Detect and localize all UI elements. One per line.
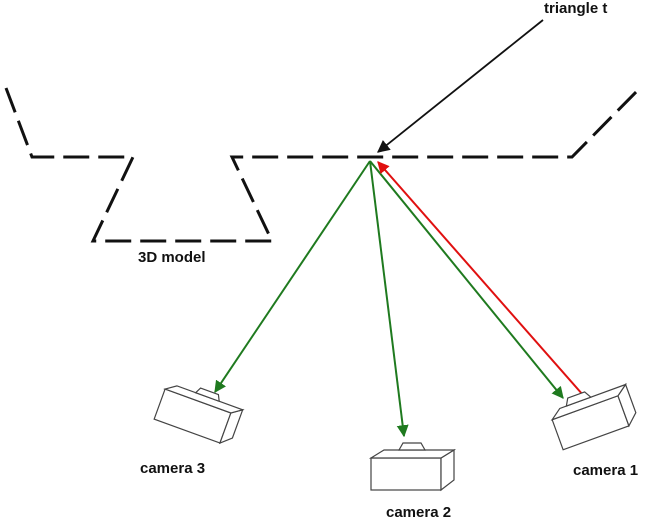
triangle-label: triangle t	[544, 0, 607, 17]
camera-3-icon	[153, 385, 245, 445]
ray-camera-2	[369, 160, 409, 438]
camera-2-icon	[368, 442, 457, 492]
triangle-pointer-arrow	[377, 19, 544, 153]
occluded-ray-camera-1	[377, 161, 584, 396]
camera-1-icon	[550, 383, 637, 451]
camera-2-label: camera 2	[386, 504, 451, 521]
camera-3-label: camera 3	[140, 460, 205, 477]
ray-camera-1	[369, 160, 564, 399]
camera-1-label: camera 1	[573, 462, 638, 479]
model-surface	[4, 86, 642, 243]
model-label: 3D model	[138, 249, 206, 266]
ray-camera-3	[214, 160, 371, 393]
